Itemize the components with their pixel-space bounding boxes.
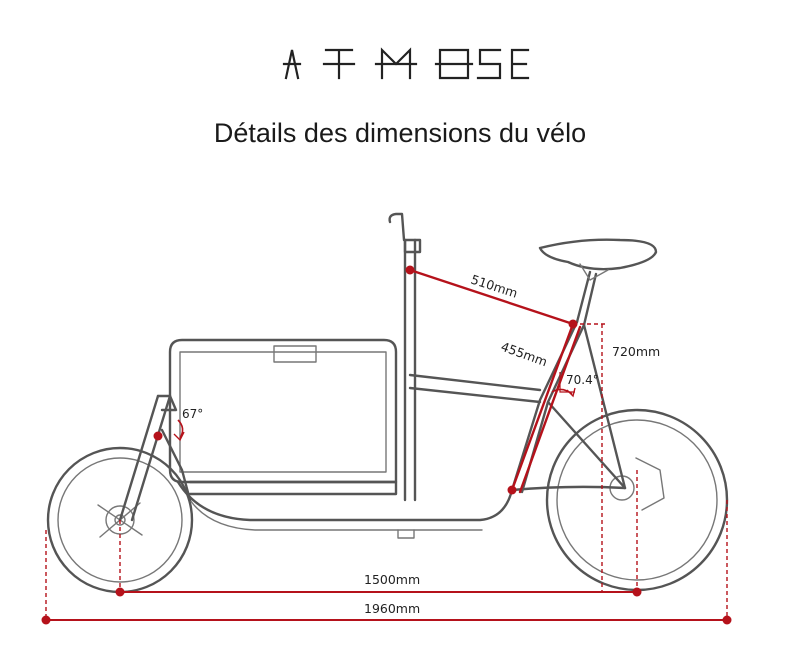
seat-tube-line-2	[518, 325, 582, 494]
label-wheelbase: 1500mm	[364, 572, 420, 587]
label-seat-angle: 70.4°	[566, 373, 599, 387]
frame	[118, 212, 658, 539]
label-seat-tube: 455mm	[499, 339, 549, 370]
label-overall-length: 1960mm	[364, 601, 420, 616]
label-head-angle: 67°	[182, 407, 203, 421]
seat-angle-bracket	[559, 372, 575, 393]
label-stack-height: 720mm	[612, 344, 660, 359]
bike-drawing	[46, 212, 729, 594]
page-title: Détails des dimensions du vélo	[213, 118, 587, 148]
dot-head-angle	[153, 431, 163, 441]
dimension-overlays: 510mm 455mm 720mm 70.4° 67° 1500mm 1960m…	[41, 265, 732, 625]
dot-overall-right	[722, 615, 732, 625]
dot-seat-cluster	[568, 319, 578, 329]
cargo-box	[168, 338, 398, 496]
seat-tube-line	[510, 322, 575, 492]
dot-overall-left	[41, 615, 51, 625]
dot-wheelbase-right	[632, 587, 642, 597]
head-angle-arc	[177, 419, 184, 439]
dot-bottom-bracket	[507, 485, 517, 495]
top-tube-line	[408, 268, 575, 326]
label-top-tube: 510mm	[469, 272, 519, 301]
dot-steerer-top	[405, 265, 415, 275]
dot-wheelbase-left	[115, 587, 125, 597]
brand-logo	[282, 47, 530, 80]
